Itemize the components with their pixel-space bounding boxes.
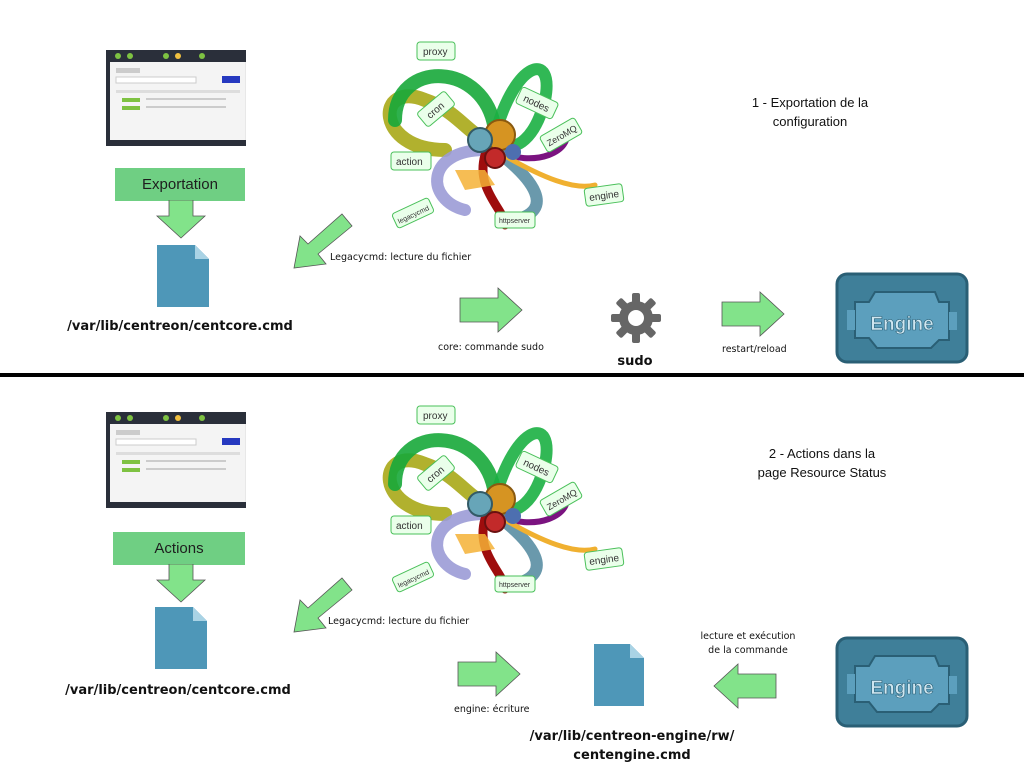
sudo-label: sudo [617,354,653,369]
engine-logo-text: Engine [870,314,933,335]
engine-cmd-path-line-1: /var/lib/centreon-engine/rw/ [529,729,735,744]
file-icon [155,607,207,669]
right-arrow-engine-write [457,651,521,697]
engine-write-label: engine: écriture [454,704,530,715]
exportation-box: Exportation [115,168,245,201]
svg-text:httpserver: httpserver [499,582,531,589]
down-arrow [155,564,207,603]
step-2-title: 2 - Actions dans la page Resource Status [732,444,912,482]
svg-text:engine: engine [589,189,621,204]
file-path-label: /var/lib/centreon/centcore.cmd [65,683,291,698]
diagonal-arrow [293,577,353,633]
step-2-line-2: page Resource Status [757,465,887,480]
gorgone-mindmap-image: proxy cron nodes action ZeroMQ engine le… [382,405,625,594]
step-1-line-2: configuration [772,114,848,129]
step-1-title: 1 - Exportation de la configuration [720,93,900,131]
gorgone-mindmap-image: proxy cron nodes action ZeroMQ engine le… [382,41,625,230]
svg-text:httpserver: httpserver [499,218,531,225]
actions-box: Actions [113,532,245,565]
legacycmd-label: Legacycmd: lecture du fichier [328,616,470,627]
file-icon [157,245,209,307]
diagonal-arrow [293,213,353,269]
restart-reload-label: restart/reload [722,344,787,355]
right-arrow-restart [721,291,785,337]
engine-logo: Engine [835,636,969,728]
gear-icon [611,293,661,343]
legacycmd-label: Legacycmd: lecture du fichier [330,252,472,263]
tag-proxy: proxy [423,47,447,58]
engine-cmd-path: /var/lib/centreon-engine/rw/ centengine.… [512,727,752,765]
svg-text:action: action [396,157,423,168]
file-path-label: /var/lib/centreon/centcore.cmd [67,319,293,334]
engine-logo-text: Engine [870,678,933,699]
read-exec-label: lecture et exécution de la commande [700,630,796,658]
engine-logo: Engine [835,272,969,364]
read-exec-line-1: lecture et exécution [700,631,796,642]
core-sudo-label: core: commande sudo [438,342,544,353]
left-arrow-read [713,663,777,709]
screenshot-thumbnail [105,411,247,509]
svg-text:action: action [396,521,423,532]
exportation-label: Exportation [142,176,218,193]
read-exec-line-2: de la commande [708,645,788,656]
section-divider [0,373,1024,377]
down-arrow [155,200,207,239]
actions-label: Actions [154,540,204,557]
step-1-line-1: 1 - Exportation de la [751,95,869,110]
screenshot-thumbnail [105,49,247,147]
step-2-line-1: 2 - Actions dans la [768,446,876,461]
svg-text:engine: engine [589,553,621,568]
right-arrow-core [459,287,523,333]
svg-text:proxy: proxy [423,411,447,422]
file-icon [594,644,644,706]
engine-cmd-path-line-2: centengine.cmd [573,748,691,763]
